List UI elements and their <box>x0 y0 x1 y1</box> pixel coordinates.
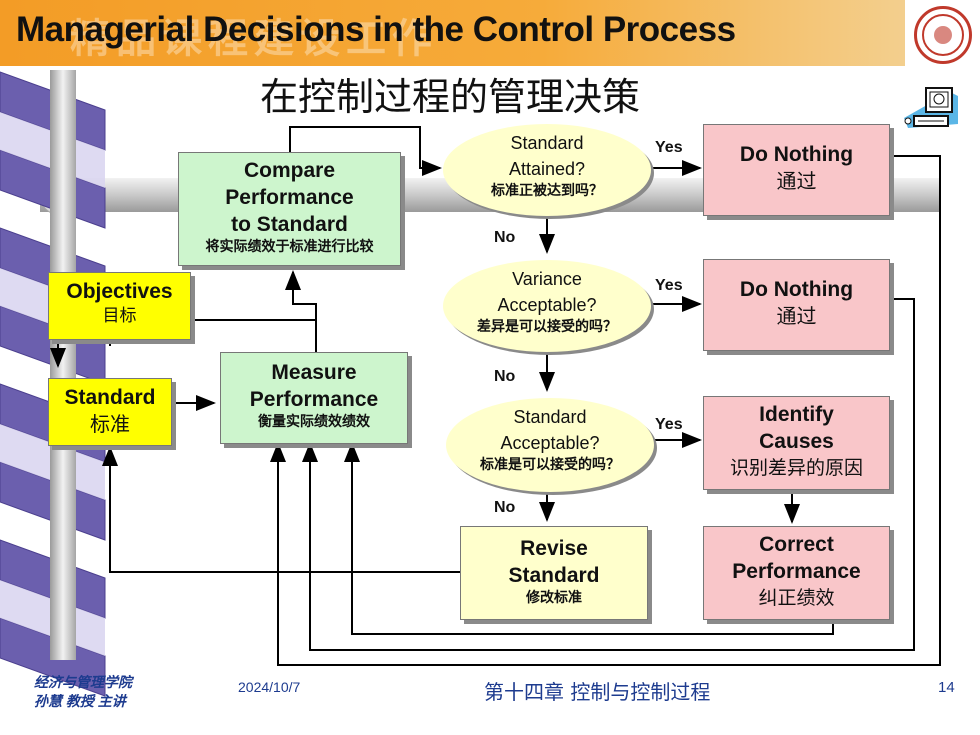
slide-title: Managerial Decisions in the Control Proc… <box>16 10 736 49</box>
measure-line-1: Measure <box>271 361 357 384</box>
university-seal-icon <box>914 6 972 64</box>
footer-organization: 经济与管理学院 孙慧 教授 主讲 <box>34 673 132 711</box>
standard-zh: 标准 <box>90 412 130 436</box>
compare-performance-box: Compare Performance to Standard 将实际绩效于标准… <box>178 152 401 266</box>
measure-line-2: Performance <box>249 388 379 411</box>
identify-zh: 识别差异的原因 <box>729 457 863 479</box>
acceptable-zh: 标准是可以接受的吗？ <box>480 457 620 473</box>
acceptable-line-1: Standard <box>513 407 587 427</box>
compare-line-3: to Standard <box>231 213 348 236</box>
acceptable-line-2: Acceptable? <box>500 433 600 453</box>
do-nothing-2-zh: 通过 <box>776 304 817 328</box>
decision-standard-attained: Standard Attained? 标准正被达到吗？ <box>443 124 651 216</box>
standard-label: Standard <box>64 386 156 409</box>
no-label-3: No <box>494 499 516 516</box>
revise-zh: 修改标准 <box>526 590 582 606</box>
variance-zh: 差异是可以接受的吗？ <box>477 319 617 335</box>
computer-icon <box>904 87 958 128</box>
decision-standard-acceptable: Standard Acceptable? 标准是可以接受的吗？ <box>446 398 654 492</box>
attained-line-2: Attained? <box>508 159 586 179</box>
standard-box: Standard 标准 <box>48 378 172 446</box>
attained-line-1: Standard <box>510 133 584 153</box>
correct-line-2: Performance <box>732 560 861 583</box>
yes-label-3: Yes <box>655 416 683 433</box>
compare-line-2: Performance <box>225 186 354 209</box>
footer-org-line-2: 孙慧 教授 主讲 <box>34 693 126 709</box>
do-nothing-2-label: Do Nothing <box>739 278 854 301</box>
footer-chapter: 第十四章 控制与控制过程 <box>484 680 711 704</box>
measure-performance-box: Measure Performance 衡量实际绩效绩效 <box>220 352 408 444</box>
attained-zh: 标准正被达到吗？ <box>491 183 603 199</box>
decision-variance-acceptable: Variance Acceptable? 差异是可以接受的吗？ <box>443 260 651 352</box>
footer-date: 2024/10/7 <box>238 679 301 695</box>
revise-line-1: Revise <box>520 537 588 560</box>
do-nothing-box-1: Do Nothing 通过 <box>703 124 890 216</box>
compare-zh: 将实际绩效于标准进行比较 <box>205 239 374 255</box>
identify-causes-box: Identify Causes 识别差异的原因 <box>703 396 890 490</box>
no-label-2: No <box>494 368 516 385</box>
footer-page-number: 14 <box>938 679 955 696</box>
objectives-label: Objectives <box>66 280 173 303</box>
objectives-box: Objectives 目标 <box>48 272 191 340</box>
correct-zh: 纠正绩效 <box>758 587 835 609</box>
identify-line-2: Causes <box>759 430 834 453</box>
yes-label-1: Yes <box>655 139 683 156</box>
footer-org-line-1: 经济与管理学院 <box>34 674 132 690</box>
header-watermark: 精品课程建设工作 <box>70 16 438 62</box>
correct-line-1: Correct <box>759 533 834 556</box>
slide-subtitle: 在控制过程的管理决策 <box>260 75 641 119</box>
no-label-1: No <box>494 229 516 246</box>
objectives-zh: 目标 <box>102 306 137 326</box>
correct-performance-box: Correct Performance 纠正绩效 <box>703 526 890 620</box>
do-nothing-1-label: Do Nothing <box>739 143 854 166</box>
revise-line-2: Standard <box>508 564 600 587</box>
do-nothing-box-2: Do Nothing 通过 <box>703 259 890 351</box>
variance-line-2: Acceptable? <box>497 295 597 315</box>
revise-standard-box: Revise Standard 修改标准 <box>460 526 648 620</box>
measure-zh: 衡量实际绩效绩效 <box>258 414 370 430</box>
header-bar <box>0 0 905 66</box>
do-nothing-1-zh: 通过 <box>776 169 817 193</box>
compare-line-1: Compare <box>243 159 336 182</box>
identify-line-1: Identify <box>759 403 834 426</box>
yes-label-2: Yes <box>655 277 683 294</box>
variance-line-1: Variance <box>512 269 582 289</box>
